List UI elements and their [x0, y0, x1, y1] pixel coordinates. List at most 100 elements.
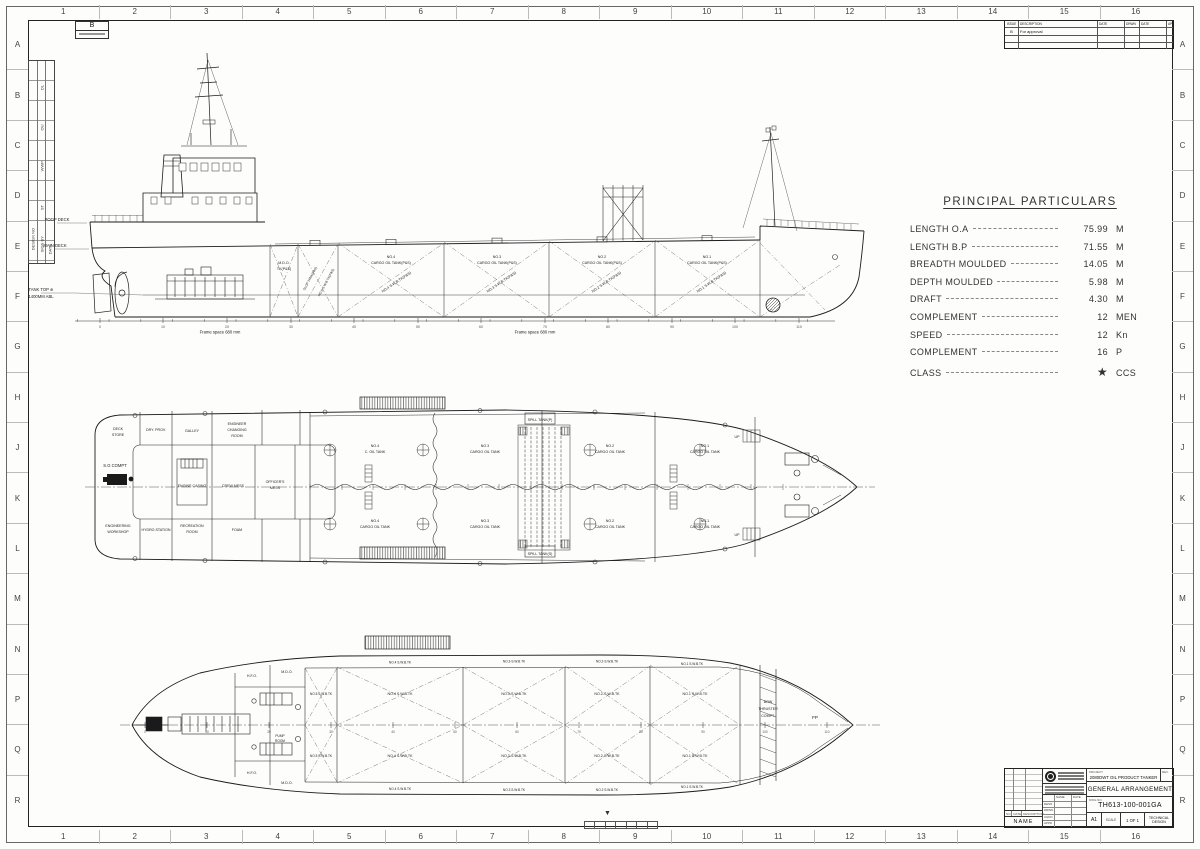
svg-text:NO.2-S.W.B.TK: NO.2-S.W.B.TK [596, 660, 619, 664]
svg-text:70: 70 [577, 730, 581, 734]
particular-row-class: CLASS★CCS [910, 364, 1137, 379]
svg-text:70: 70 [543, 325, 547, 329]
svg-text:UP: UP [735, 435, 741, 439]
room-labels: DECK STORE DRY. PROV. GALLEY ENGINEER CH… [103, 422, 285, 534]
accommodation-walls [132, 410, 336, 562]
drawing-title: GENERAL ARRANGEMENT [1087, 782, 1173, 797]
revision-table: ISSUE DESCRIPTION DATE DRWN DATE APPD B … [1004, 20, 1174, 49]
svg-text:FP: FP [812, 715, 818, 720]
project-row: PROJECT 2080DWT OIL PRODUCT TANKER REV. [1087, 769, 1173, 782]
svg-text:NO.1 S.W.B.TK: NO.1 S.W.B.TK [683, 754, 709, 758]
svg-text:OFFICER'S: OFFICER'S [266, 480, 285, 484]
svg-text:80: 80 [606, 325, 610, 329]
svg-text:CREW MESS: CREW MESS [222, 484, 245, 488]
dwg-no-label: DWG.NO. [1089, 798, 1103, 802]
outer-border [6, 6, 1194, 843]
double-bottom-plan: 0 10 20 30 40 50 60 70 80 90 100 110 NO.… [120, 635, 880, 796]
bottom-frame-ruler: 0 10 20 30 40 50 60 70 80 90 100 110 [144, 722, 830, 734]
svg-text:NO.3 S.W.B.TK: NO.3 S.W.B.TK [503, 788, 526, 792]
tank-top-label: TANK TOP ⊕ [28, 287, 53, 292]
svg-text:WORKSHOP: WORKSHOP [107, 530, 129, 534]
signature-row: APPD [1043, 821, 1086, 827]
department: TECHNICAL DESIGN [1148, 816, 1170, 824]
drawing-number-row: DWG.NO. TH613-100-001GA [1087, 797, 1173, 813]
revision-cols-header: NO. DATE DESCRIPTION [1005, 810, 1044, 816]
svg-text:PUMP: PUMP [275, 734, 284, 738]
ladders [364, 464, 678, 510]
ballast-diagonals [304, 664, 741, 786]
svg-text:HYDRO.STATION: HYDRO.STATION [141, 528, 170, 532]
svg-text:H.F.O.: H.F.O. [247, 674, 257, 678]
bottom-tank-labels: NO.5 S.W.B.TK NO.4 S.W.B.TK NO.3-S.W.B.T… [247, 660, 818, 793]
poop-deck-label: POOP DECK [45, 217, 70, 222]
svg-text:CARGO OIL TANK: CARGO OIL TANK [690, 525, 721, 529]
svg-text:NO.4: NO.4 [387, 255, 395, 259]
manifold [517, 424, 571, 551]
svg-text:NO.4 S.W.B.TK: NO.4 S.W.B.TK [389, 661, 412, 665]
steering-gear [103, 474, 134, 485]
signature-row: CHKD [1043, 814, 1086, 822]
signoff-col-date: DATE [45, 61, 55, 263]
svg-text:NO.5 S.W.B.TK(P&S): NO.5 S.W.B.TK(P&S) [317, 268, 335, 297]
signature-row: DESN [1043, 801, 1086, 809]
revision-row-empty [1005, 43, 1173, 49]
svg-text:50: 50 [453, 730, 457, 734]
svg-text:NO.3-S.W.B.TK: NO.3-S.W.B.TK [501, 754, 527, 758]
svg-text:NO.5 S.W.B.TK: NO.5 S.W.B.TK [310, 692, 333, 696]
deck-fittings [309, 185, 713, 246]
svg-text:SPILL TANK(P): SPILL TANK(P) [528, 418, 553, 422]
svg-text:CARGO OIL TANK: CARGO OIL TANK [470, 525, 501, 529]
svg-text:ENGINEER: ENGINEER [228, 422, 247, 426]
svg-text:0: 0 [99, 325, 101, 329]
svg-text:NO.3-S.W.B.TK: NO.3-S.W.B.TK [501, 692, 527, 696]
sheet-size: A1 [1087, 813, 1102, 827]
svg-text:100: 100 [762, 730, 768, 734]
titleblock-company-column: NAME DATE DESN DRWN CHKD APPD [1043, 769, 1087, 827]
name-label: NAME [1005, 816, 1042, 827]
hose-crane [364, 635, 451, 650]
svg-text:NO.1 S.W.B.TK: NO.1 S.W.B.TK [681, 662, 704, 666]
svg-text:CARGO OIL TANK: CARGO OIL TANK [470, 450, 501, 454]
tank-bulkheads [269, 240, 761, 317]
class-star-icon: ★ [1096, 364, 1108, 379]
frame-ruler: 0 10 20 30 40 50 60 70 80 90 100 110 Fra… [75, 318, 835, 335]
signoff-strip: DESIGN NO DL OU WWP ST SIGN BY DATE [28, 60, 55, 264]
svg-text:30: 30 [289, 325, 293, 329]
signature-table: NAME DATE DESN DRWN CHKD APPD [1043, 795, 1086, 827]
svg-text:CARGO OIL TANK: CARGO OIL TANK [595, 525, 626, 529]
svg-text:CARGO OIL TANK(P&S): CARGO OIL TANK(P&S) [582, 261, 622, 265]
frame-space-note: Frame space 680 mm [200, 330, 241, 335]
revision-note-bar [79, 33, 105, 35]
svg-text:NO.3 S.W.B.TK(P&S): NO.3 S.W.B.TK(P&S) [486, 271, 517, 294]
svg-text:FOAM: FOAM [232, 528, 242, 532]
svg-text:0: 0 [144, 730, 146, 734]
svg-text:DRY. PROV.: DRY. PROV. [146, 428, 166, 432]
svg-text:SPILL TANK(S): SPILL TANK(S) [528, 552, 553, 556]
svg-text:20: 20 [225, 325, 229, 329]
svg-text:NO.4 S.W.B.TK: NO.4 S.W.B.TK [389, 787, 412, 791]
svg-text:NO.1 S.W.B.TK: NO.1 S.W.B.TK [683, 692, 709, 696]
company-address-micro-text [1043, 784, 1086, 795]
titleblock-revision-column: NO. DATE DESCRIPTION NAME [1005, 769, 1044, 827]
hose-cranes [359, 396, 446, 560]
scale-label: SCALE [1102, 813, 1121, 827]
svg-text:ROOM: ROOM [186, 530, 197, 534]
sheet-count: 1 OF 1 [1121, 813, 1145, 827]
titleblock-main-column: PROJECT 2080DWT OIL PRODUCT TANKER REV. … [1087, 769, 1173, 827]
svg-text:COMPT.: COMPT. [761, 714, 775, 718]
plan-frame-ticks [309, 484, 784, 490]
svg-text:110: 110 [796, 325, 802, 329]
ballast-diagonals [269, 239, 841, 318]
project-label: PROJECT [1089, 770, 1104, 774]
svg-text:NO.2 S.W.B.TK: NO.2 S.W.B.TK [596, 788, 619, 792]
svg-text:CARGO OIL TANK(P&S): CARGO OIL TANK(P&S) [687, 261, 727, 265]
bollards [132, 408, 728, 566]
svg-text:THRUSTER: THRUSTER [758, 707, 778, 711]
svg-text:C. OIL TANK: C. OIL TANK [365, 450, 386, 454]
svg-text:MESS: MESS [270, 486, 281, 490]
